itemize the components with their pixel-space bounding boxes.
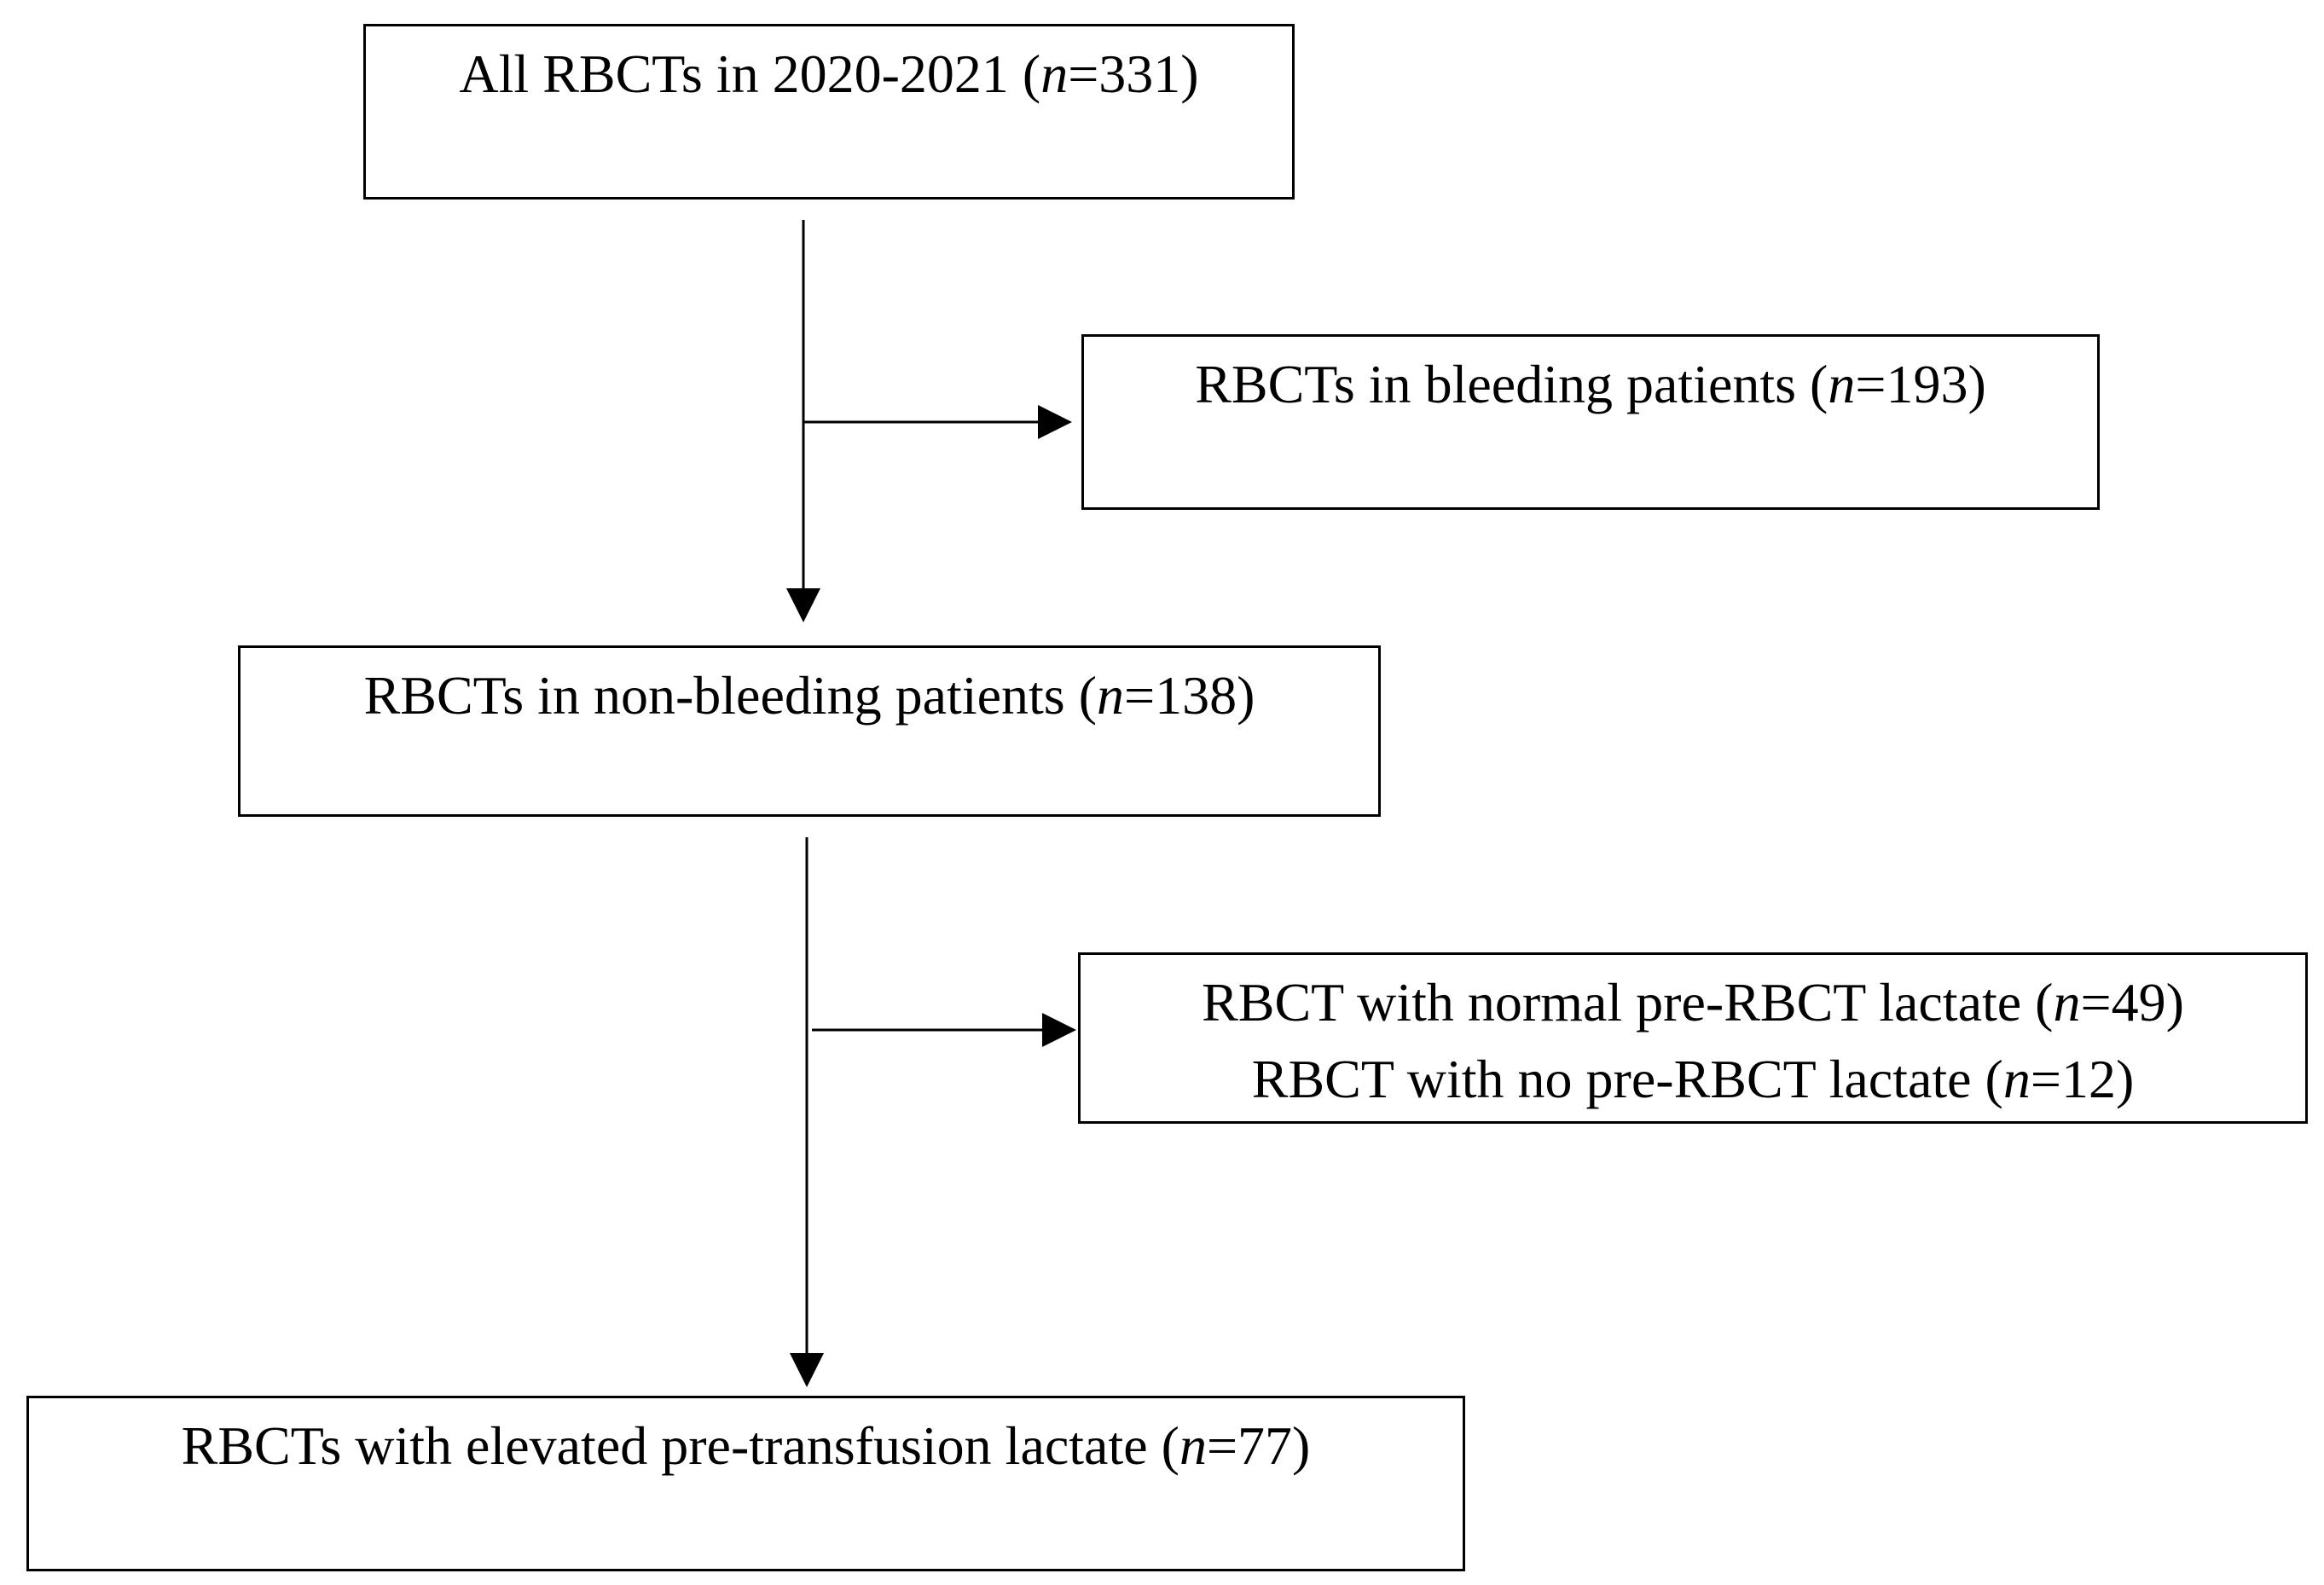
n-value: =49): [2080, 972, 2184, 1033]
label: RBCTs in non-bleeding patients (: [363, 665, 1098, 726]
n-symbol: n: [1179, 1415, 1207, 1476]
label: RBCT with no pre-RBCT lactate (: [1251, 1049, 2003, 1109]
box-lactate-excluded-line-1: RBCT with normal pre-RBCT lactate (n=49): [1081, 963, 2305, 1042]
n-value: =77): [1206, 1415, 1311, 1476]
box-elevated-lactate: RBCTs with elevated pre-transfusion lact…: [26, 1396, 1465, 1571]
label: RBCTs in bleeding patients (: [1195, 354, 1828, 414]
box-elevated-lactate-text: RBCTs with elevated pre-transfusion lact…: [29, 1407, 1463, 1485]
label: All RBCTs in 2020-2021 (: [459, 43, 1041, 104]
box-non-bleeding: RBCTs in non-bleeding patients (n=138): [238, 645, 1381, 817]
box-bleeding-excluded: RBCTs in bleeding patients (n=193): [1081, 334, 2100, 510]
n-value: =331): [1068, 43, 1199, 104]
n-symbol: n: [2002, 1049, 2031, 1109]
exclusion-arrowhead-1: [1038, 405, 1072, 439]
n-symbol: n: [1828, 354, 1856, 414]
n-value: =138): [1124, 665, 1255, 726]
n-symbol: n: [2053, 972, 2081, 1033]
box-all-rbcts: All RBCTs in 2020-2021 (n=331): [363, 24, 1295, 200]
label: RBCTs with elevated pre-transfusion lact…: [181, 1415, 1179, 1476]
n-symbol: n: [1097, 665, 1125, 726]
exclusion-arrowhead-2: [1042, 1013, 1076, 1047]
main-flow-arrowhead-2: [790, 1353, 824, 1387]
n-symbol: n: [1040, 43, 1069, 104]
box-all-rbcts-text: All RBCTs in 2020-2021 (n=331): [366, 35, 1292, 113]
n-value: =193): [1855, 354, 1986, 414]
main-flow-arrowhead-1: [786, 588, 820, 622]
box-lactate-excluded: RBCT with normal pre-RBCT lactate (n=49)…: [1078, 952, 2308, 1124]
box-non-bleeding-text: RBCTs in non-bleeding patients (n=138): [241, 657, 1378, 735]
label: RBCT with normal pre-RBCT lactate (: [1202, 972, 2054, 1033]
n-value: =12): [2030, 1049, 2135, 1109]
box-bleeding-text: RBCTs in bleeding patients (n=193): [1084, 345, 2097, 424]
box-lactate-excluded-line-2: RBCT with no pre-RBCT lactate (n=12): [1081, 1040, 2305, 1119]
